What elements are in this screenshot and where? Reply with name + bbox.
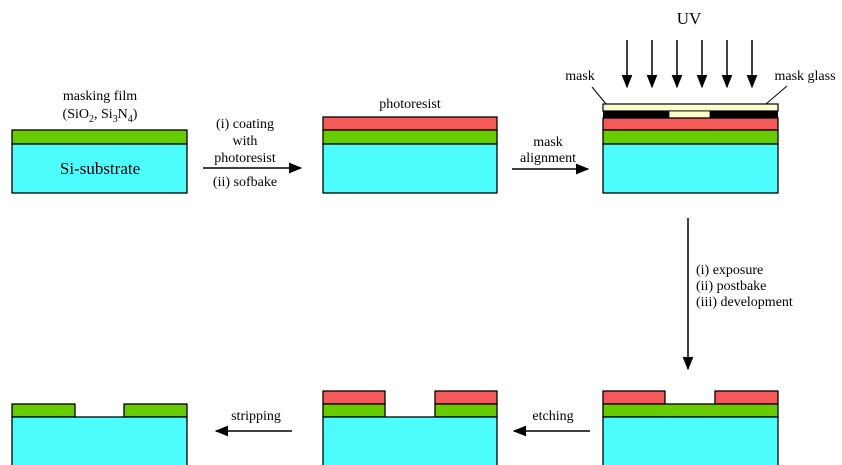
substrate-layer xyxy=(11,143,188,194)
uv-arrows xyxy=(621,40,758,89)
photoresist-label: photoresist xyxy=(379,97,441,112)
photoresist-layer xyxy=(322,116,498,131)
masking-film-layer xyxy=(322,129,498,145)
coating-step-label-2: with xyxy=(233,134,258,149)
mask-glass-leader-line xyxy=(765,85,788,105)
stage-6-stripped xyxy=(11,403,188,465)
step-coating-softbake: (i) coating with photoresist (ii) sofbak… xyxy=(203,117,303,190)
postbake-label: (ii) postbake xyxy=(696,279,766,294)
stage-5-etched xyxy=(322,390,498,465)
masking-film-formula: (SiO2, Si3N4) xyxy=(63,107,138,125)
masking-film-left xyxy=(11,403,76,418)
masking-film-layer xyxy=(11,129,188,145)
step-mask-alignment: mask alignment xyxy=(512,135,590,175)
uv-label: UV xyxy=(677,9,702,28)
mask-glass-label: mask glass xyxy=(774,69,835,84)
stage-3-uv-exposure-setup: UV mask mask glass xyxy=(565,9,836,194)
coating-step-label-1: (i) coating xyxy=(216,117,274,132)
stripping-label: stripping xyxy=(231,409,281,424)
substrate-layer xyxy=(322,416,498,465)
substrate-layer xyxy=(11,416,188,465)
step-etching: etching xyxy=(512,409,590,437)
masking-film-layer xyxy=(602,403,779,418)
masking-film-label: masking film xyxy=(63,89,137,104)
photoresist-layer xyxy=(602,117,779,131)
stage-1-substrate-with-film: masking film (SiO2, Si3N4) Si-substrate xyxy=(11,89,188,194)
mask-alignment-label-1: mask xyxy=(533,135,563,150)
mask-glass-layer xyxy=(602,103,779,112)
development-label: (iii) development xyxy=(696,295,793,310)
si-substrate-label: Si-substrate xyxy=(60,159,140,178)
substrate-layer xyxy=(602,143,779,194)
mask-opening xyxy=(668,110,711,119)
substrate-layer xyxy=(602,416,779,465)
photoresist-right xyxy=(714,390,779,405)
mask-label: mask xyxy=(565,69,595,84)
softbake-step-label: (ii) sofbake xyxy=(213,175,277,190)
step-exposure-development: (i) exposure (ii) postbake (iii) develop… xyxy=(682,218,793,371)
step-stripping: stripping xyxy=(214,409,292,437)
stage-4-developed xyxy=(602,390,779,465)
mask-pattern-left xyxy=(603,111,669,118)
masking-film-right xyxy=(434,403,498,418)
masking-film-right xyxy=(123,403,188,418)
photoresist-right xyxy=(434,390,498,405)
etching-label: etching xyxy=(532,409,573,424)
masking-film-layer xyxy=(602,129,779,145)
stage-2-photoresist-coated: photoresist xyxy=(322,97,498,194)
photoresist-left xyxy=(322,390,386,405)
photoresist-left xyxy=(602,390,666,405)
substrate-layer xyxy=(322,143,498,194)
exposure-label: (i) exposure xyxy=(696,263,763,278)
coating-step-label-3: photoresist xyxy=(214,151,276,166)
masking-film-left xyxy=(322,403,386,418)
mask-pattern-right xyxy=(710,111,778,118)
mask-alignment-label-2: alignment xyxy=(520,151,576,166)
